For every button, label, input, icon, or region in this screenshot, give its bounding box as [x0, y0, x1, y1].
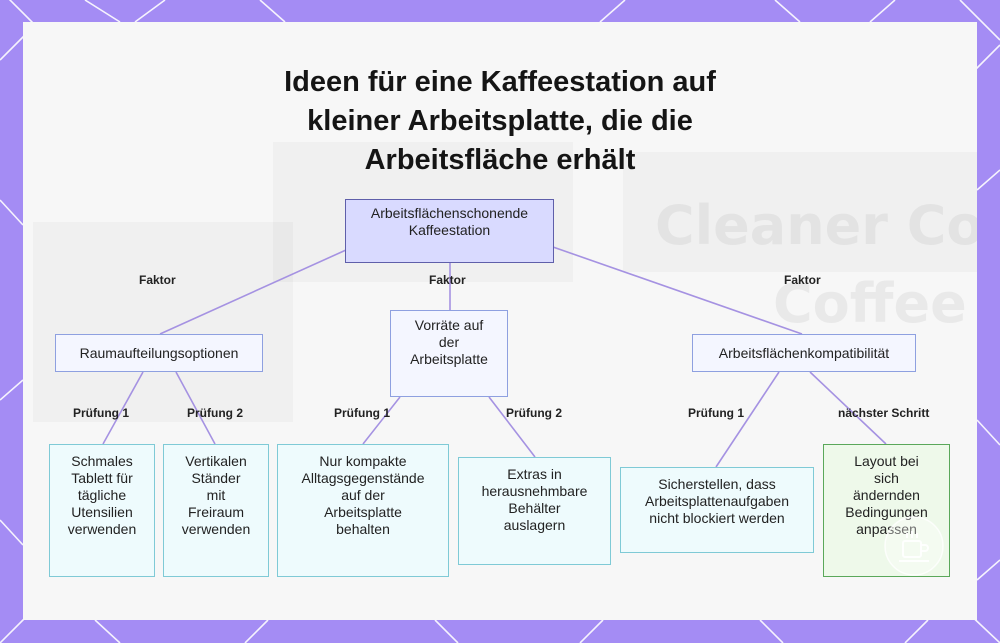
factor-node-label: Raumaufteilungsoptionen	[79, 344, 239, 361]
watermark-logo-icon	[884, 516, 944, 576]
root-node: Arbeitsflächenschonende Kaffeestation	[345, 199, 554, 263]
edge-left-stands	[175, 371, 216, 445]
leaf-node-label: Schmales	[71, 453, 133, 469]
factor-node-space: Raumaufteilungsoptionen	[55, 334, 263, 372]
title-line: Ideen für eine Kaffeestation auf	[284, 66, 716, 98]
leaf-node-label: anpassen	[856, 521, 917, 537]
leaf-node-label: auslagern	[503, 517, 566, 533]
leaf-node-label: nicht blockiert werden	[649, 510, 785, 526]
leaf-node-label: verwenden	[181, 521, 251, 537]
root-node-label: Kaffeestation	[408, 222, 491, 238]
background-photo-text: Cleaner Co	[655, 194, 977, 257]
factor-node-label: Vorräte auf	[414, 317, 484, 333]
background-photo-shape	[623, 152, 977, 272]
leaf-node-label: tägliche	[77, 487, 127, 503]
leaf-node-label: ändernden	[853, 487, 920, 503]
title-line: Arbeitsfläche erhält	[364, 144, 636, 176]
leaf-node-ensure: Sicherstellen, dass Arbeitsplattenaufgab…	[620, 467, 814, 553]
edge-left-tray	[102, 371, 144, 445]
leaf-node-label: Layout bei	[854, 453, 919, 469]
leaf-node-label: Behälter	[508, 500, 561, 516]
leaf-node-label: auf der	[341, 487, 385, 503]
leaf-node-tray: Schmales Tablett für tägliche Utensilien…	[49, 444, 155, 577]
edge-root-left	[159, 249, 347, 335]
leaf-node-label: verwenden	[67, 521, 137, 537]
factor-node-label: der	[438, 334, 460, 350]
leaf-node-label: Freiraum	[187, 504, 244, 520]
leaf-node-label: Sicherstellen, dass	[658, 476, 776, 492]
leaf-node-label: Bedingungen	[845, 504, 928, 520]
edge-label-next-step: nächster Schritt	[838, 406, 930, 420]
edge-label-check: Prüfung 1	[334, 406, 390, 420]
factor-node-label: Arbeitsflächenkompatibilität	[718, 344, 890, 361]
edge-label-factor: Faktor	[784, 273, 821, 287]
leaf-node-label: sich	[874, 470, 899, 486]
leaf-node-label: behalten	[336, 521, 390, 537]
edge-center-compact	[362, 396, 401, 445]
factor-node-compatibility: Arbeitsflächenkompatibilität	[692, 334, 916, 372]
edge-label-check: Prüfung 2	[187, 406, 243, 420]
background-photo-text: Coffee	[773, 272, 967, 335]
leaf-node-label: Vertikalen	[185, 453, 247, 469]
leaf-node-label: Arbeitsplattenaufgaben	[645, 493, 789, 509]
factor-node-supplies: Vorräte auf der Arbeitsplatte	[390, 310, 508, 397]
leaf-node-label: mit	[206, 487, 226, 503]
leaf-node-label: Arbeitsplatte	[324, 504, 402, 520]
leaf-node-label: Alltagsgegenstände	[301, 470, 425, 486]
leaf-node-label: Utensilien	[71, 504, 133, 520]
background-photo-shape	[33, 222, 293, 422]
leaf-node-extras: Extras in herausnehmbare Behälter auslag…	[458, 457, 611, 565]
edge-label-check: Prüfung 1	[688, 406, 744, 420]
page-title: Ideen für eine Kaffeestation auf kleiner…	[200, 63, 800, 180]
factor-node-label: Arbeitsplatte	[410, 351, 488, 367]
leaf-node-label: herausnehmbare	[481, 483, 588, 499]
edge-label-factor: Faktor	[429, 273, 466, 287]
edge-label-check: Prüfung 1	[73, 406, 129, 420]
edge-root-right	[552, 246, 803, 335]
title-line: kleiner Arbeitsplatte, die die	[307, 105, 693, 137]
leaf-node-label: Tablett für	[71, 470, 133, 486]
root-node-label: Arbeitsflächenschonende	[370, 205, 529, 221]
edge-label-check: Prüfung 2	[506, 406, 562, 420]
leaf-node-label: Extras in	[507, 466, 562, 482]
edge-right-adapt	[809, 371, 887, 445]
leaf-node-label: Nur kompakte	[319, 453, 407, 469]
edge-center-extras	[488, 396, 536, 458]
edge-label-factor: Faktor	[139, 273, 176, 287]
leaf-node-stands: Vertikalen Ständer mit Freiraum verwende…	[163, 444, 269, 577]
leaf-node-compact: Nur kompakte Alltagsgegenstände auf der …	[277, 444, 449, 577]
edge-right-ensure	[715, 371, 780, 468]
leaf-node-label: Ständer	[191, 470, 241, 486]
